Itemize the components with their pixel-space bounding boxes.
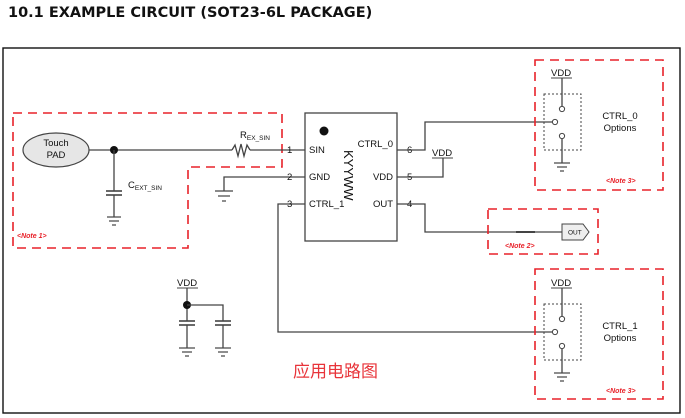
ground-icon xyxy=(107,216,121,226)
note2-label: <Note 2> xyxy=(505,243,535,250)
ctrl0-options-line1: CTRL_0 xyxy=(602,111,637,122)
switch-common-icon xyxy=(551,328,559,336)
chip-body xyxy=(304,112,398,242)
decoupling-vdd-label: VDD xyxy=(177,278,197,289)
pin-name-ctrl0: CTRL_0 xyxy=(358,139,393,150)
resistor-label: REX_SIN xyxy=(240,130,270,142)
ground-icon xyxy=(215,190,233,202)
ctrl1-options: VDD CTRL_1 Options <Note 3> xyxy=(534,268,664,400)
note2-region xyxy=(487,208,599,255)
switch-common-icon xyxy=(551,118,559,126)
decoupling-capacitors: VDD xyxy=(177,278,231,357)
ctrl1-options-line2: Options xyxy=(604,333,637,344)
touch-pad-line2: PAD xyxy=(47,150,66,161)
switch-contact-icon xyxy=(558,342,566,350)
ctrl1-options-line1: CTRL_1 xyxy=(602,321,637,332)
pin-name-ctrl1: CTRL_1 xyxy=(309,199,344,210)
out-tag-label: OUT xyxy=(568,230,582,237)
vdd-wire xyxy=(397,158,444,178)
switch-box xyxy=(543,93,582,151)
ground-icon xyxy=(179,347,195,357)
pin-number: 2 xyxy=(287,172,292,183)
out-port-tag: OUT xyxy=(561,223,590,241)
ctrl0-options: VDD CTRL_0 Options <Note 3> xyxy=(534,59,664,191)
ground-icon xyxy=(554,162,570,172)
touch-pad-line1: Touch xyxy=(43,138,68,149)
pin1-marker-dot xyxy=(319,126,329,136)
outer-frame xyxy=(2,47,681,414)
note3-label: <Note 3> xyxy=(606,178,636,185)
ctrl0-vdd-label: VDD xyxy=(551,68,571,79)
gnd-wire xyxy=(223,176,305,191)
pin-number: 1 xyxy=(287,145,292,156)
resistor-symbol xyxy=(231,143,251,159)
ctrl0-wire xyxy=(397,121,555,151)
pin-name-sin: SIN xyxy=(309,145,325,156)
note3-region-ctrl0 xyxy=(534,59,664,191)
ctrl0-options-line2: Options xyxy=(604,123,637,134)
ctrl1-wire xyxy=(277,203,555,333)
switch-box xyxy=(543,303,582,361)
pin-name-gnd: GND xyxy=(309,172,330,183)
ground-icon xyxy=(554,372,570,382)
pin-name-vdd: VDD xyxy=(373,172,393,183)
section-title: 10.1 EXAMPLE CIRCUIT (SOT23-6L PACKAGE) xyxy=(8,5,373,21)
note1-label: <Note 1> xyxy=(17,233,47,240)
note3-region-ctrl1 xyxy=(534,268,664,400)
caption: 应用电路图 xyxy=(293,362,378,382)
touch-pad: Touch PAD xyxy=(22,132,90,168)
switch-contact-icon xyxy=(558,105,566,113)
pin-number: 3 xyxy=(287,199,292,210)
switch-contact-icon xyxy=(558,315,566,323)
capacitor-label: CEXT_SIN xyxy=(128,180,162,192)
switch-contact-icon xyxy=(558,132,566,140)
chip-marking: KYYWW xyxy=(341,150,356,201)
vdd-label: VDD xyxy=(432,148,452,159)
pin-name-out: OUT xyxy=(373,199,393,210)
out-wire xyxy=(397,203,562,233)
note3-label: <Note 3> xyxy=(606,388,636,395)
ground-icon xyxy=(215,347,231,357)
ctrl1-vdd-label: VDD xyxy=(551,278,571,289)
